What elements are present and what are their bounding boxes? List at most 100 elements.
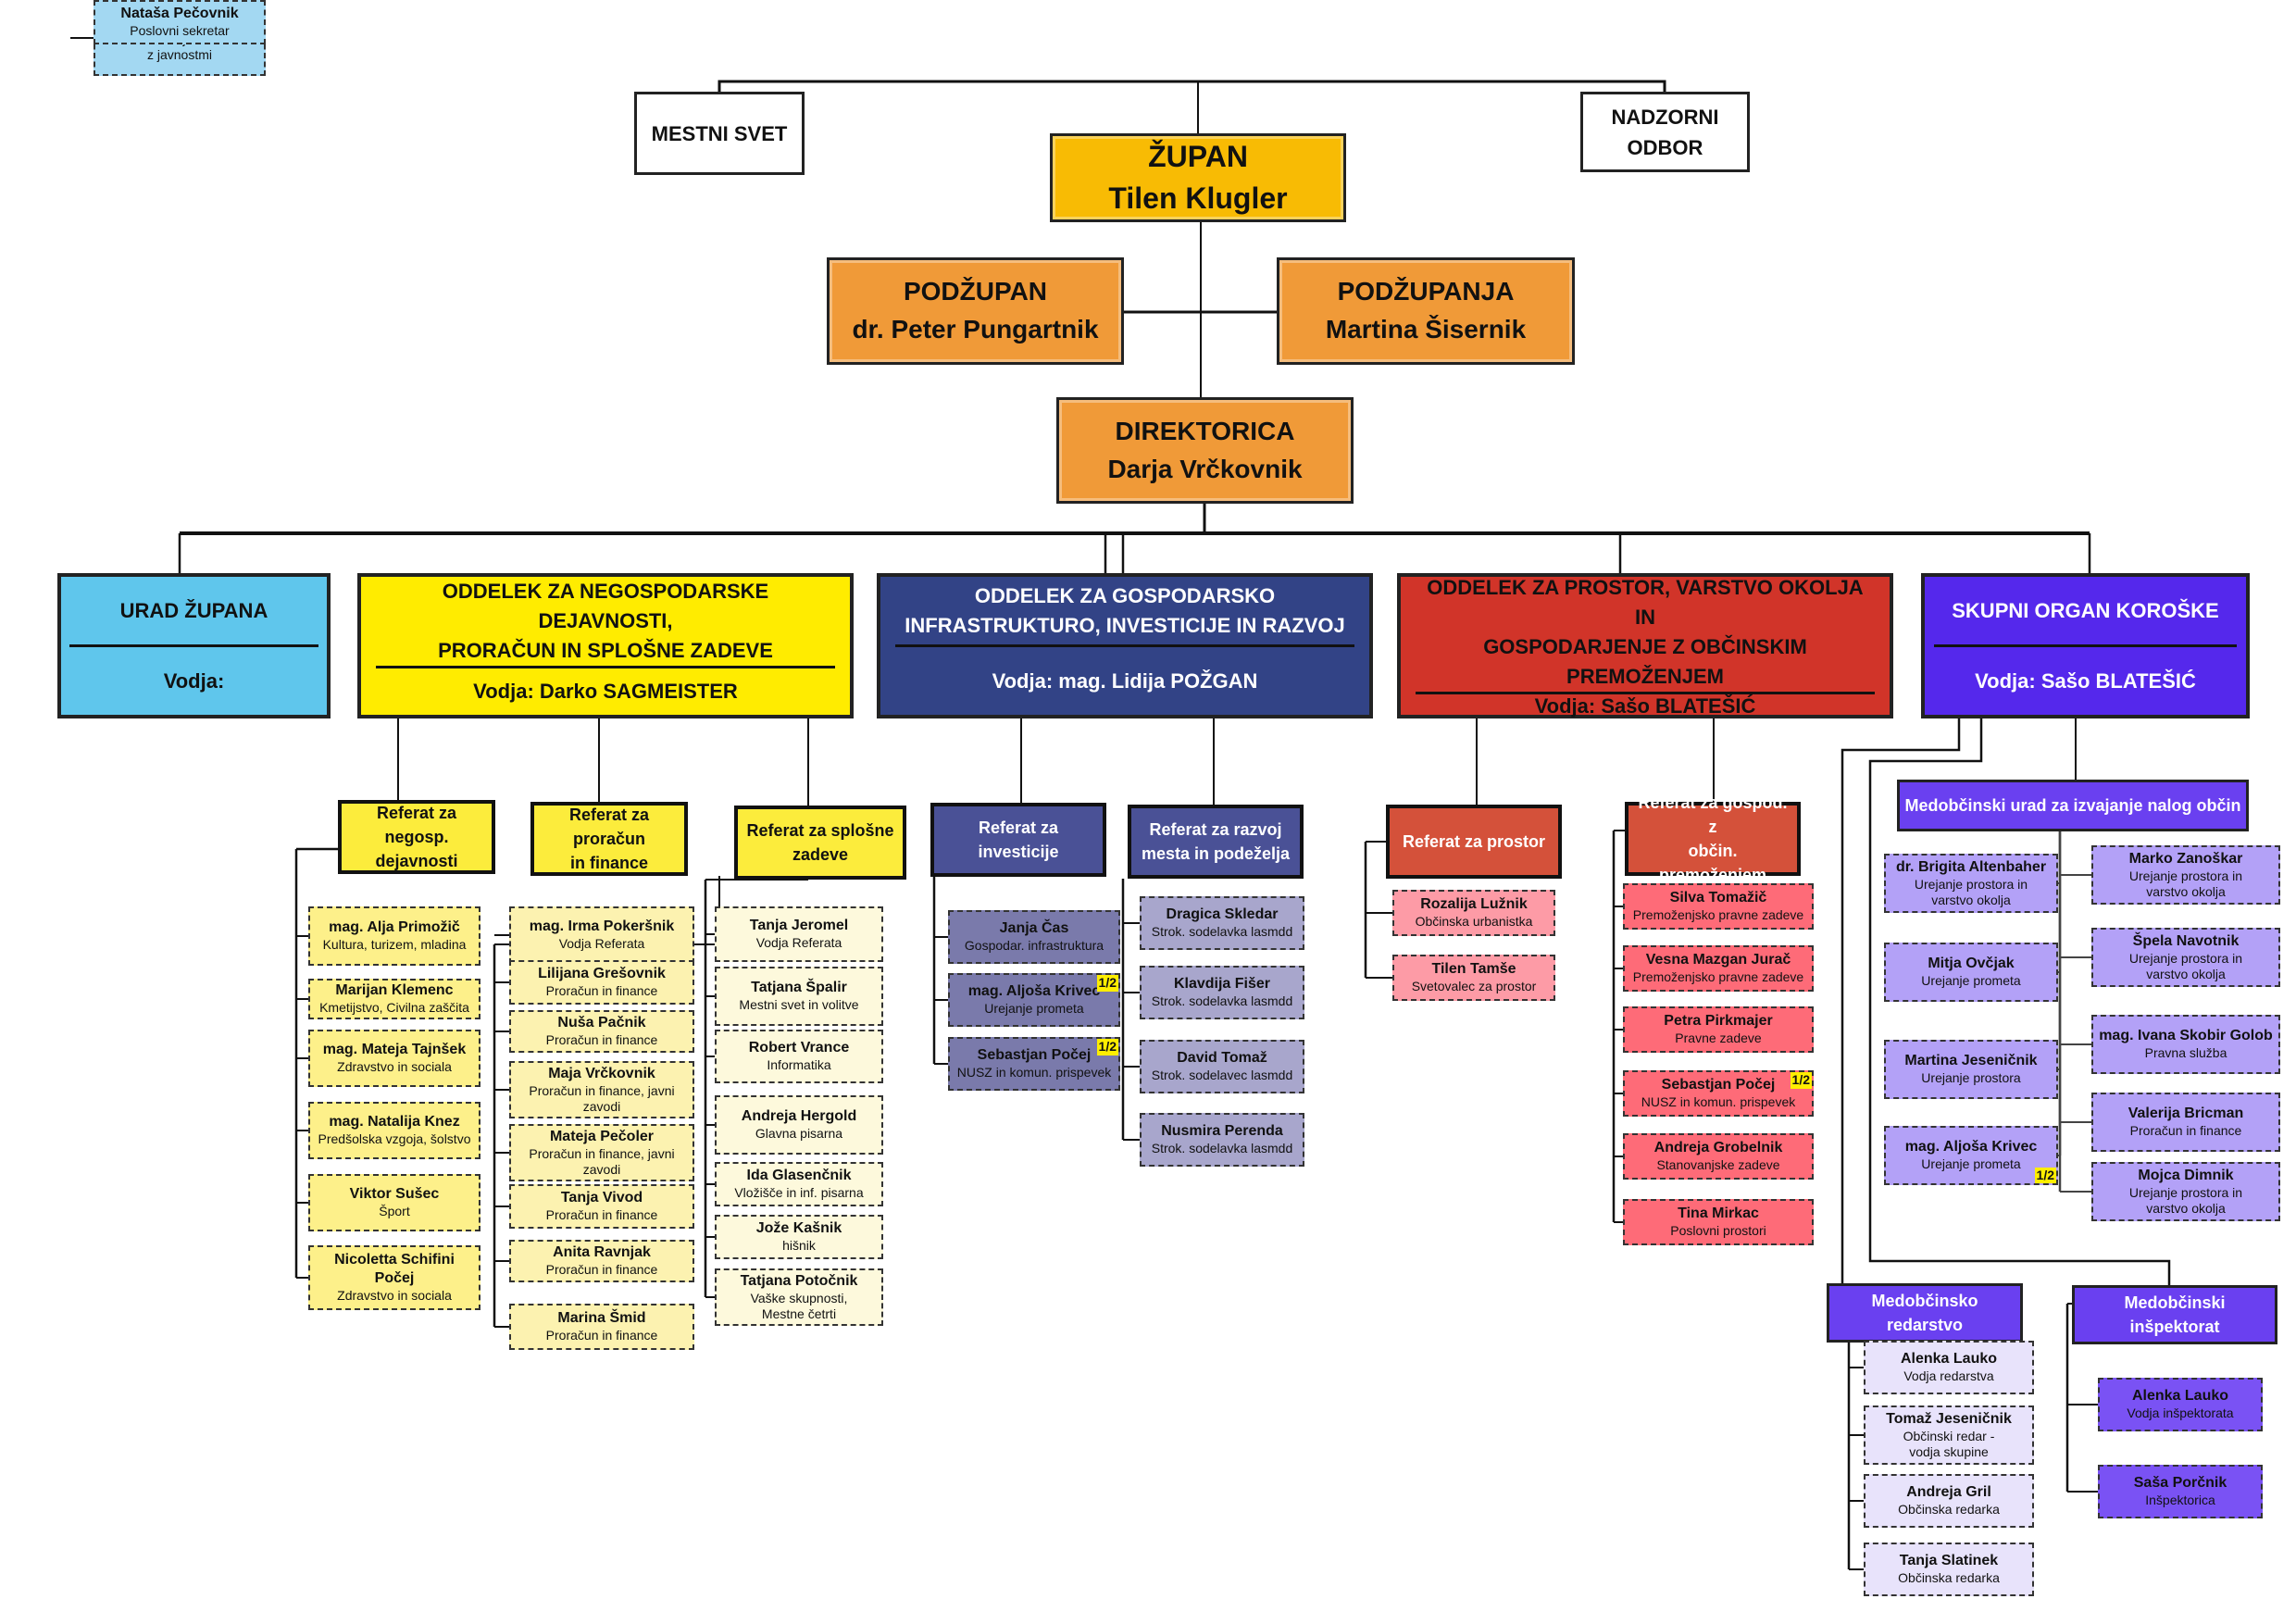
department-leader: Vodja: Sašo BLATEŠIĆ (1535, 694, 1756, 718)
referat-medobcinski-urad[interactable]: Medobčinski urad za izvajanje nalog obči… (1897, 780, 2249, 831)
referat-negosp-dejavnosti[interactable]: Referat za negosp.dejavnosti (338, 800, 495, 874)
staff-role: Inšpektorica (2145, 1493, 2215, 1508)
zupan-name: Tilen Klugler (1108, 181, 1288, 215)
staff-name: Valerija Bricman (2128, 1106, 2244, 1122)
staff-name: Silva Tomažič (1669, 890, 1767, 906)
staff-role: Pravne zadeve (1675, 1031, 1762, 1046)
staff-role: Proračun in finance, javni (529, 1145, 675, 1161)
department-leader-text: Vodja: Sašo BLATEŠIĆ (1975, 668, 2196, 693)
staff-name: mag. Natalija Knez (329, 1114, 460, 1131)
staff-role: Poslovni sekretar (130, 23, 230, 39)
staff-role: Strok. sodelavec lasmdd (1151, 1068, 1293, 1083)
staff-name: dr. Brigita Altenbaher (1895, 858, 2047, 875)
staff-name: Špela Navotnik (2132, 932, 2240, 949)
referat-medobcinsko-redarstvo[interactable]: Medobčinsko redarstvo (1827, 1283, 2023, 1343)
staff-role: hišnik (782, 1238, 816, 1254)
staff-role: Proračun in finance, javni (529, 1082, 675, 1098)
staff-role: Stanovanjske zadeve (1656, 1157, 1780, 1173)
department-title-line: INFRASTRUKTURO, INVESTICIJE IN RAZVOJ (905, 613, 1345, 637)
staff-role: Zdravstvo in sociala (337, 1288, 452, 1304)
staff-name: mag. Aljoša Krivec (1904, 1139, 2038, 1156)
staff-name: mag. Alja Primožič (329, 919, 460, 936)
referat-label: Referat za negosp. (376, 803, 457, 846)
staff-name: Marina Šmid (557, 1310, 646, 1327)
staff-name: Petra Pirkmajer (1664, 1013, 1773, 1030)
mestni-svet-box[interactable]: MESTNI SVET (634, 92, 805, 175)
department-title-line: URAD ŽUPANA (119, 598, 268, 622)
department-negosp[interactable]: ODDELEK ZA NEGOSPODARSKE DEJAVNOSTI,PROR… (357, 573, 854, 718)
staff-name: Ida Glasenčnik (746, 1168, 852, 1184)
referat-prostor[interactable]: Referat za prostor (1386, 805, 1562, 879)
half-time-badge: 1/2 (1790, 1072, 1812, 1089)
podzupan-name: dr. Peter Pungartnik (852, 315, 1099, 344)
